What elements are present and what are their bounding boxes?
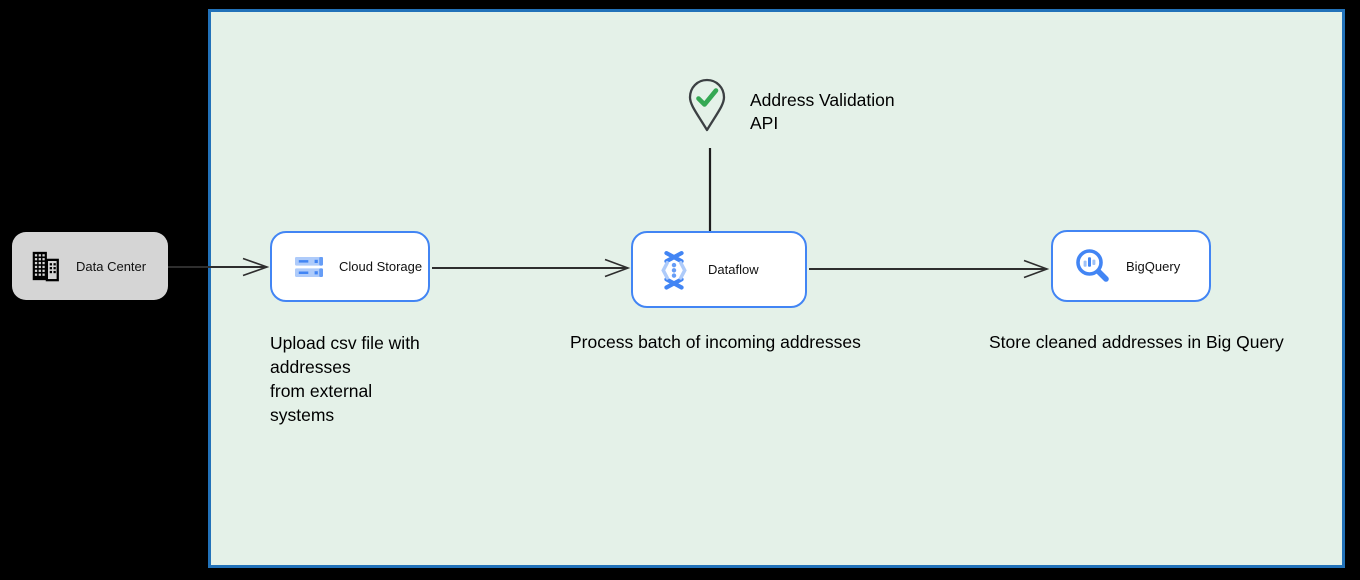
- map-pin-check-icon: [688, 78, 726, 132]
- dataflow-caption: Process batch of incoming addresses: [570, 332, 861, 352]
- magnifier-chart-icon: [1076, 249, 1109, 282]
- bigquery-caption: Store cleaned addresses in Big Query: [989, 332, 1284, 352]
- building-icon: [32, 251, 59, 282]
- dataflow-helix-icon: [661, 250, 687, 290]
- cloud-storage-label: Cloud Storage: [339, 259, 423, 274]
- node-bigquery: BigQuery: [1051, 230, 1211, 302]
- node-cloud-storage: Cloud Storage: [270, 231, 430, 302]
- address-validation-pin: [687, 77, 727, 137]
- cloud-storage-bars-icon: [295, 256, 323, 277]
- node-data-center: Data Center: [12, 232, 168, 300]
- address-validation-api-label: Address Validation API: [750, 90, 895, 133]
- dataflow-label: Dataflow: [708, 262, 759, 277]
- cloud-storage-caption: Upload csv file with addresses from exte…: [270, 333, 420, 425]
- bigquery-label: BigQuery: [1126, 258, 1181, 274]
- data-center-label: Data Center: [76, 258, 147, 274]
- node-dataflow: Dataflow: [631, 231, 807, 308]
